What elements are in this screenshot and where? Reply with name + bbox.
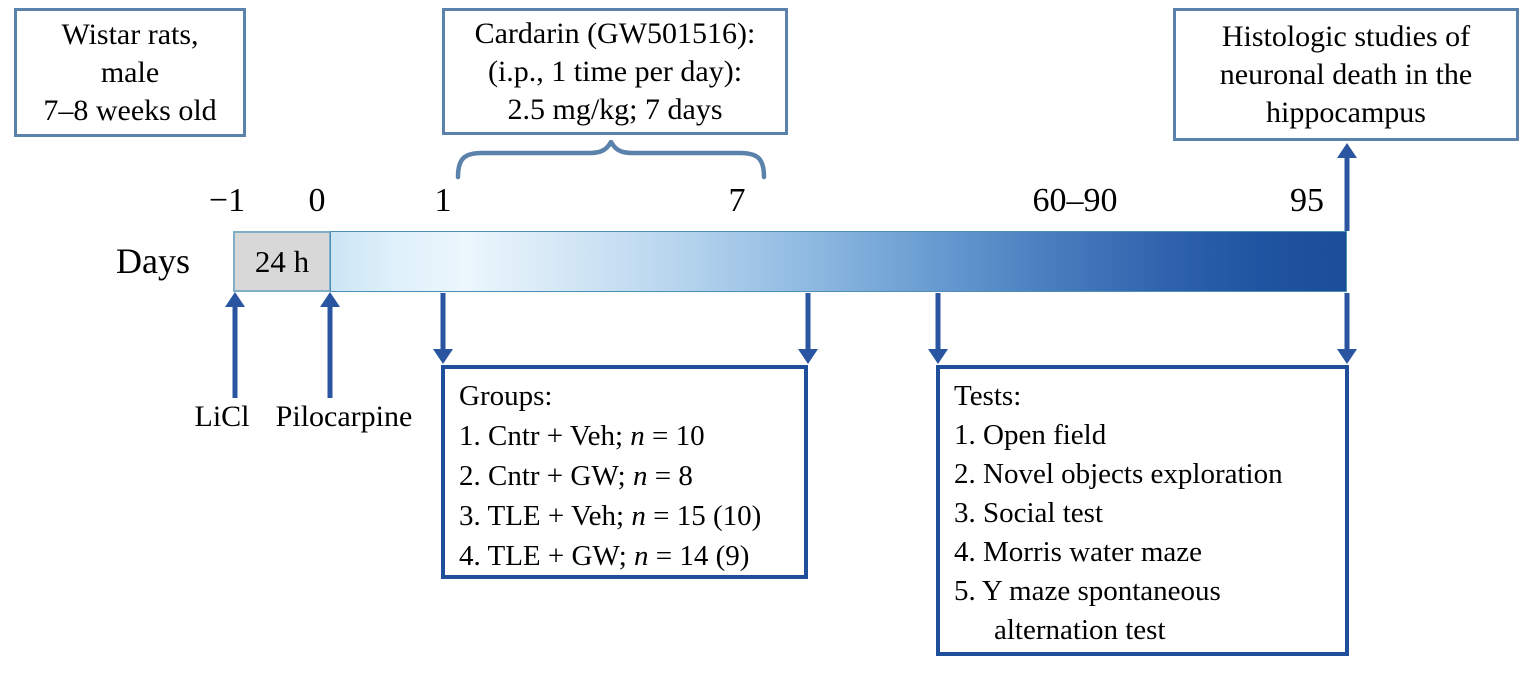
tests-box: Tests: 1. Open field 2. Novel objects ex… [936,365,1349,656]
subjects-box: Wistar rats, male 7–8 weeks old [14,8,246,137]
histology-box: Histologic studies of neuronal death in … [1173,8,1519,141]
group-item-4-text: 4. TLE + GW; [459,540,635,572]
licl-arrow-icon [225,292,245,398]
tick-day-7: 7 [728,182,746,219]
tick-day-1: 1 [434,182,452,219]
group-item-1-count: = 10 [644,420,705,452]
treatment-line-3: 2.5 mg/kg; 7 days [507,92,723,126]
subjects-line-2: male [100,55,160,89]
group-item-2-count: = 8 [647,460,693,492]
timeline-gradient-bar [330,231,1347,292]
group-item-2-nvar: n [632,460,648,492]
groups-box: Groups: 1. Cntr + Veh; n = 10 2. Cntr + … [441,365,808,579]
treatment-line-2: (i.p., 1 time per day): [487,54,743,88]
groups-start-arrow-icon [433,293,453,364]
group-item-1-text: 1. Cntr + Veh; [459,420,631,452]
tests-title: Tests: [954,380,1022,412]
group-item-4-nvar: n [634,540,649,572]
histology-line-1: Histologic studies of [1221,19,1471,53]
tick-day-95: 95 [1290,182,1324,219]
tick-day-0: 0 [308,182,326,219]
licl-label: LiCl [194,400,250,433]
groups-end-arrow-icon [798,293,818,364]
treatment-box: Cardarin (GW501516): (i.p., 1 time per d… [442,8,788,135]
group-item-4: 4. TLE + GW; n = 14 (9) [459,536,800,576]
group-item-3-nvar: n [631,500,646,532]
tests-start-arrow-icon [928,293,948,364]
group-item-4-count: = 14 (9) [648,540,750,572]
test-item-2: 2. Novel objects exploration [954,458,1283,490]
test-item-1: 1. Open field [954,419,1107,451]
histology-line-2: neuronal death in the [1219,57,1473,91]
subjects-line-1: Wistar rats, [61,17,199,51]
group-item-1: 1. Cntr + Veh; n = 10 [459,416,800,456]
group-item-3: 3. TLE + Veh; n = 15 (10) [459,496,800,536]
group-item-1-nvar: n [630,420,645,452]
pilocarpine-label: Pilocarpine [275,400,413,433]
group-item-3-count: = 15 (10) [645,500,762,532]
group-item-2: 2. Cntr + GW; n = 8 [459,456,800,496]
groups-title: Groups: [459,380,553,412]
brace-days-1-7-icon [455,140,767,180]
histology-line-3: hippocampus [1266,95,1426,129]
days-axis-label: Days [116,241,190,281]
histology-arrow-icon [1337,143,1357,231]
test-item-5: 5. Y maze spontaneous alternation test [954,575,1221,646]
group-item-3-text: 3. TLE + Veh; [459,500,632,532]
test-item-4: 4. Morris water maze [954,536,1203,568]
tests-end-arrow-icon [1337,293,1357,364]
treatment-line-1: Cardarin (GW501516): [474,16,756,50]
test-item-3: 3. Social test [954,497,1104,529]
duration-24h-label: 24 h [254,243,310,279]
duration-24h-box: 24 h [233,231,331,292]
pilocarpine-arrow-icon [320,292,340,398]
group-item-2-text: 2. Cntr + GW; [459,460,633,492]
tick-day-minus1: −1 [208,182,246,219]
tick-day-60-90: 60–90 [1032,182,1118,219]
subjects-line-3: 7–8 weeks old [43,93,217,127]
